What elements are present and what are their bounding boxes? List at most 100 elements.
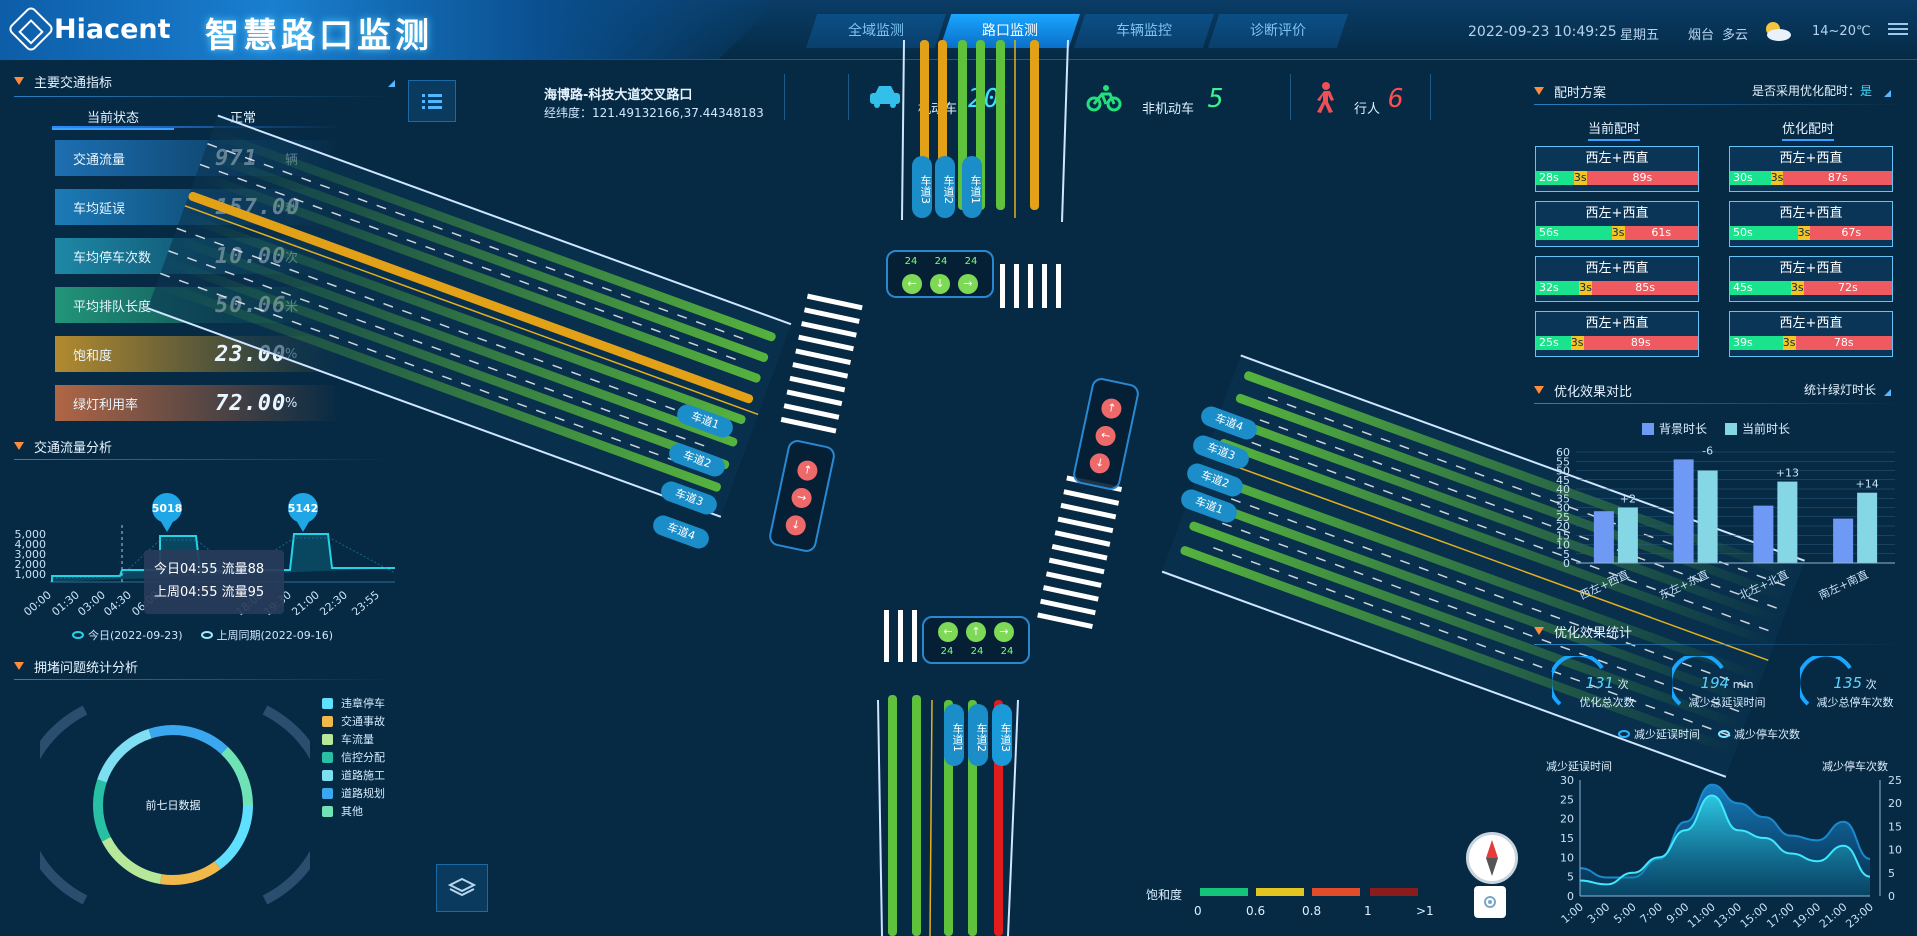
west-signal[interactable]: ↑ → ↓ bbox=[767, 438, 837, 554]
current-timing-card[interactable]: 西左+西直 28s 3s 89s bbox=[1535, 146, 1699, 192]
phase-label: 西左+西直 bbox=[1779, 151, 1843, 166]
congestion-legend: 违章停车交通事故车流量信控分配道路施工道路规划其他 bbox=[322, 694, 385, 820]
dropdown-value: 统计绿灯时长 bbox=[1804, 383, 1877, 397]
tab-global-monitor[interactable]: 全域监测 bbox=[806, 14, 946, 48]
north-lane-pill[interactable]: 车道2 bbox=[935, 156, 955, 218]
west-lane-pill[interactable]: 车道4 bbox=[650, 512, 712, 552]
stat-value: 135 bbox=[1833, 674, 1863, 692]
current-timing-card[interactable]: 西左+西直 56s 3s 61s bbox=[1535, 201, 1699, 247]
bicycle-icon bbox=[1086, 85, 1122, 112]
metric-unit: % bbox=[285, 395, 298, 411]
green-segment: 45s bbox=[1730, 281, 1791, 295]
sat-tick: >1 bbox=[1416, 904, 1434, 918]
optimized-timing-card[interactable]: 西左+西直 50s 3s 67s bbox=[1729, 201, 1893, 247]
tab-vehicle-monitor[interactable]: 车辆监控 bbox=[1074, 14, 1214, 48]
legend-stops[interactable]: 减少停车次数 bbox=[1718, 726, 1800, 742]
metric-row[interactable]: 交通流量 971 辆 bbox=[55, 140, 340, 176]
north-lane-pill[interactable]: 车道3 bbox=[912, 156, 932, 218]
y-tick-label: 35 bbox=[1556, 492, 1570, 505]
congestion-legend-item[interactable]: 车流量 bbox=[322, 730, 385, 748]
legend-label: 上周同期(2022-09-16) bbox=[216, 629, 334, 642]
layers-icon bbox=[448, 877, 476, 897]
south-lane-pill[interactable]: 车道3 bbox=[992, 704, 1012, 766]
peak-marker-today[interactable]: 5018 bbox=[152, 493, 183, 532]
bar-background[interactable] bbox=[1833, 518, 1854, 563]
congestion-legend-item[interactable]: 违章停车 bbox=[322, 694, 385, 712]
legend-delay[interactable]: 减少延误时间 bbox=[1618, 726, 1700, 742]
phase-label: 西左+西直 bbox=[1779, 206, 1843, 221]
legend-label: 交通事故 bbox=[341, 715, 385, 728]
ring-arc-icon bbox=[1800, 656, 1852, 706]
section-title: 配时方案 bbox=[1554, 85, 1607, 101]
bar-background[interactable] bbox=[1593, 511, 1614, 563]
timing-bar: 50s 3s 67s bbox=[1730, 226, 1892, 240]
legend-today[interactable]: 今日(2022-09-23) bbox=[72, 627, 183, 643]
bar-background[interactable] bbox=[1753, 505, 1774, 563]
tab-intersection-monitor[interactable]: 路口监测 bbox=[940, 14, 1080, 48]
legend-dot-icon bbox=[72, 631, 84, 639]
sat-tick: 0.8 bbox=[1302, 904, 1322, 918]
stat-ring: 194 min 减少总延误时间 bbox=[1672, 656, 1782, 716]
congestion-legend-item[interactable]: 道路规划 bbox=[322, 784, 385, 802]
peak-today-label: 5018 bbox=[152, 502, 183, 515]
legend-cur[interactable]: 当前时长 bbox=[1725, 420, 1790, 437]
tab-diagnosis[interactable]: 诊断评价 bbox=[1208, 14, 1348, 48]
current-timing-card[interactable]: 西左+西直 25s 3s 89s bbox=[1535, 311, 1699, 357]
bar-background[interactable] bbox=[1673, 459, 1694, 563]
layers-button[interactable] bbox=[436, 864, 488, 912]
optimize-answer[interactable]: 是 bbox=[1860, 84, 1873, 98]
congestion-legend-item[interactable]: 道路施工 bbox=[322, 766, 385, 784]
west-lane-pill[interactable]: 车道1 bbox=[674, 401, 736, 441]
legend-bg[interactable]: 背景时长 bbox=[1642, 420, 1707, 437]
congestion-legend-item[interactable]: 交通事故 bbox=[322, 712, 385, 730]
y-right-tick-label: 25 bbox=[1888, 774, 1902, 787]
stat-ring: 135 次 减少总停车次数 bbox=[1800, 656, 1910, 716]
north-lane-pill[interactable]: 车道1 bbox=[962, 156, 982, 218]
menu-icon[interactable] bbox=[1888, 20, 1908, 38]
stat-value: 131 bbox=[1585, 674, 1615, 692]
list-toggle-button[interactable] bbox=[408, 80, 456, 122]
weekday: 星期五 bbox=[1620, 28, 1660, 43]
y-tick-label: 40 bbox=[1556, 483, 1570, 496]
weather-text: 多云 bbox=[1722, 28, 1749, 43]
x-tick-label: 7:00 bbox=[1638, 900, 1665, 926]
current-timing-card[interactable]: 西左+西直 32s 3s 85s bbox=[1535, 256, 1699, 302]
south-lane-pill[interactable]: 车道1 bbox=[944, 704, 964, 766]
west-lane-pill[interactable]: 车道2 bbox=[666, 440, 728, 480]
congestion-legend-item[interactable]: 其他 bbox=[322, 802, 385, 820]
south-lane-pill[interactable]: 车道2 bbox=[968, 704, 988, 766]
east-signal[interactable]: ↑ ← ↓ bbox=[1071, 376, 1141, 492]
section-effect-compare: 优化效果对比 bbox=[1534, 377, 1904, 403]
west-lane-pill[interactable]: 车道3 bbox=[658, 478, 720, 518]
stat-label: 减少总停车次数 bbox=[1816, 696, 1894, 709]
bar-current[interactable] bbox=[1777, 481, 1798, 563]
metric-row[interactable]: 饱和度 23.00 % bbox=[55, 336, 340, 372]
bar-current[interactable] bbox=[1697, 470, 1718, 564]
bar-current[interactable] bbox=[1617, 507, 1638, 564]
metric-row[interactable]: 绿灯利用率 72.00 % bbox=[55, 385, 340, 421]
optimized-timing-card[interactable]: 西左+西直 39s 3s 78s bbox=[1729, 311, 1893, 357]
metric-row[interactable]: 车均停车次数 10.00 次 bbox=[55, 238, 340, 274]
sat-tick: 1 bbox=[1364, 904, 1372, 918]
stat-unit: min bbox=[1732, 678, 1754, 691]
metric-row[interactable]: 平均排队长度 50.06 米 bbox=[55, 287, 340, 323]
congestion-legend-item[interactable]: 信控分配 bbox=[322, 748, 385, 766]
locate-button[interactable] bbox=[1474, 886, 1506, 918]
compass-button[interactable] bbox=[1466, 832, 1518, 884]
temperature: 14~20℃ bbox=[1812, 24, 1871, 39]
metric-unit: % bbox=[285, 346, 298, 362]
divider bbox=[1534, 403, 1904, 404]
optimized-timing-card[interactable]: 西左+西直 45s 3s 72s bbox=[1729, 256, 1893, 302]
optimized-timing-card[interactable]: 西左+西直 30s 3s 87s bbox=[1729, 146, 1893, 192]
yellow-segment: 3s bbox=[1573, 171, 1587, 185]
x-category-label: 东左+东直 bbox=[1657, 567, 1711, 602]
legend-lastweek[interactable]: 上周同期(2022-09-16) bbox=[200, 627, 334, 643]
metric-row[interactable]: 车均延误 157.00 秒 bbox=[55, 189, 340, 225]
peak-marker-week[interactable]: 5142 bbox=[288, 493, 319, 532]
stat-dropdown[interactable]: 统计绿灯时长 bbox=[1804, 381, 1876, 398]
bar-current[interactable] bbox=[1857, 492, 1878, 563]
congestion-donut: 前七日数据 bbox=[40, 705, 310, 905]
area-delay-line[interactable] bbox=[1579, 794, 1871, 886]
